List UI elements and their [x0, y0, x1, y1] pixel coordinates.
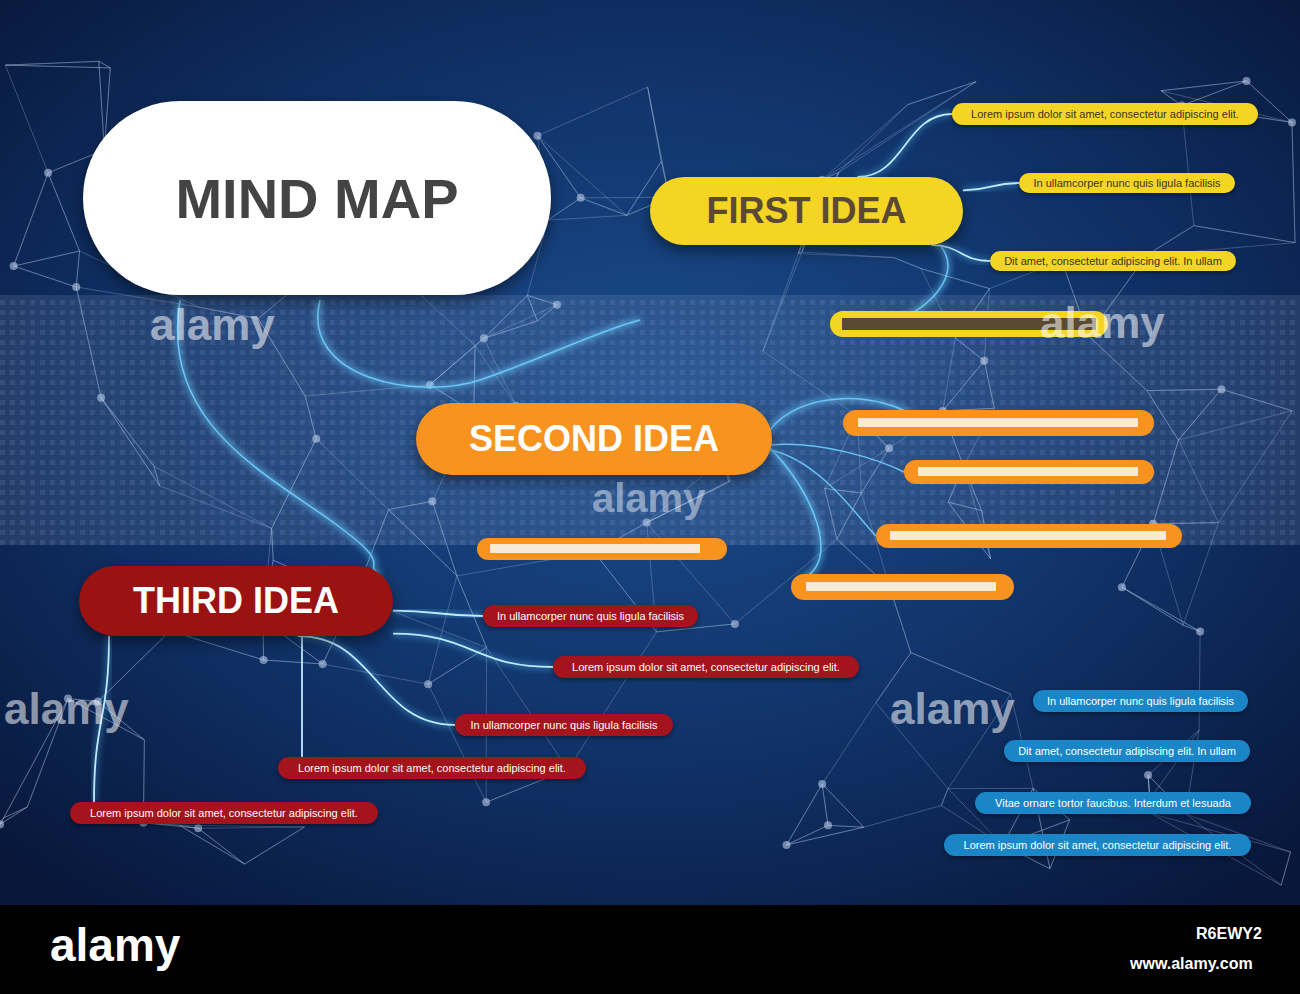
ground	[0, 0, 1300, 905]
glow-connector	[858, 114, 953, 177]
topic-bar: Dit amet, consectetur adipiscing elit. I…	[990, 251, 1236, 271]
glow-connector	[963, 183, 1019, 190]
topic-text: Lorem ipsum dolor sit amet, consectetur …	[90, 807, 358, 819]
glow-connector	[393, 634, 553, 667]
topic-bar: In ullamcorper nunc quis ligula facilisi…	[1033, 690, 1248, 712]
topic-text: Lorem ipsum dolor sit amet, consectetur …	[964, 839, 1232, 851]
idea-pill: FIRST IDEA	[650, 177, 963, 245]
topic-bar: Lorem ipsum dolor sit amet, consectetur …	[553, 656, 859, 678]
glow-connector	[298, 636, 455, 725]
image-id: R6EWY2	[1196, 925, 1262, 943]
glow-connector	[302, 636, 303, 757]
footer-strip	[0, 905, 1300, 994]
idea-title: FIRST IDEA	[706, 190, 906, 232]
topic-bar: In ullamcorper nunc quis ligula facilisi…	[455, 714, 673, 736]
topic-text: Dit amet, consectetur adipiscing elit. I…	[1018, 745, 1236, 757]
topic-bar: Vitae ornare tortor faucibus. Interdum e…	[975, 792, 1251, 814]
pixel-band	[0, 295, 1300, 545]
idea-title: THIRD IDEA	[133, 580, 339, 622]
topic-text: In ullamcorper nunc quis ligula facilisi…	[1033, 177, 1220, 189]
watermark: alamy	[4, 684, 129, 734]
topic-text: In ullamcorper nunc quis ligula facilisi…	[1047, 695, 1234, 707]
glow-connector	[393, 611, 483, 616]
topic-bar: Dit amet, consectetur adipiscing elit. I…	[1004, 740, 1250, 762]
idea-title: SECOND IDEA	[469, 418, 719, 460]
idea-title: MIND MAP	[175, 166, 458, 231]
topic-bar: Lorem ipsum dolor sit amet, consectetur …	[952, 103, 1258, 125]
watermark: alamy	[890, 684, 1015, 734]
watermark: alamy	[592, 476, 705, 521]
idea-pill: SECOND IDEA	[416, 403, 772, 475]
topic-bar: In ullamcorper nunc quis ligula facilisi…	[1019, 173, 1235, 193]
topic-bar: Lorem ipsum dolor sit amet, consectetur …	[944, 834, 1251, 856]
topic-text: Dit amet, consectetur adipiscing elit. I…	[1004, 255, 1222, 267]
glow-connector	[931, 245, 990, 261]
watermark: alamy	[1040, 298, 1165, 348]
glow-curves	[177, 245, 947, 580]
topic-text: Lorem ipsum dolor sit amet, consectetur …	[572, 661, 840, 673]
topic-text: In ullamcorper nunc quis ligula facilisi…	[497, 610, 684, 622]
footer-url: www.alamy.com	[1130, 955, 1253, 973]
topic-text: Vitae ornare tortor faucibus. Interdum e…	[995, 797, 1231, 809]
idea-pill: THIRD IDEA	[79, 566, 393, 636]
topic-text: Lorem ipsum dolor sit amet, consectetur …	[971, 108, 1239, 120]
title-pill: MIND MAP	[83, 101, 551, 295]
network-mesh	[0, 61, 1296, 885]
watermark: alamy	[150, 300, 275, 350]
topic-text: Lorem ipsum dolor sit amet, consectetur …	[298, 762, 566, 774]
topic-bar: Lorem ipsum dolor sit amet, consectetur …	[70, 802, 378, 824]
topic-bar: In ullamcorper nunc quis ligula facilisi…	[483, 605, 698, 627]
topic-bar: Lorem ipsum dolor sit amet, consectetur …	[278, 757, 586, 779]
footer-logo: alamy	[50, 918, 180, 972]
topic-text: In ullamcorper nunc quis ligula facilisi…	[470, 719, 657, 731]
